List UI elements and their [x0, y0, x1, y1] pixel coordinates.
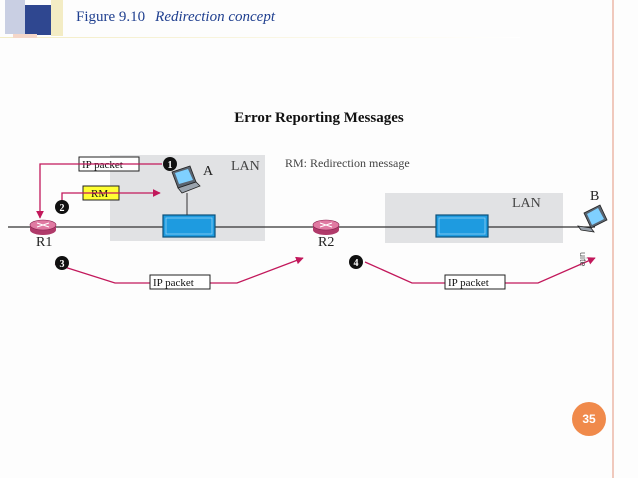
step-badge-2 — [55, 200, 69, 214]
step-badge-4 — [349, 255, 363, 269]
switch-left-inner — [165, 217, 213, 235]
lan-label-left: LAN — [231, 159, 260, 174]
ip-packet-label-1: IP packet — [82, 159, 123, 171]
laptop-a-icon — [171, 165, 201, 194]
slide-heading: Error Reporting Messages — [234, 110, 404, 126]
ip-packet-box-3 — [149, 274, 211, 290]
step-badge-3 — [55, 256, 69, 270]
deco-block-lavender — [5, 0, 25, 34]
figure-number: Figure 9.10 — [76, 9, 146, 25]
arrow-packet-to-r1 — [36, 163, 162, 219]
figure-title: Figure 9.10 Redirection concept — [76, 9, 275, 26]
deco-block-cream — [51, 0, 63, 36]
ip-packet-box-4 — [444, 274, 506, 290]
page-number-badge: 35 — [572, 402, 606, 436]
step-badge-4-text: 4 — [354, 258, 359, 269]
title-underline — [0, 37, 520, 38]
step-badge-1 — [163, 157, 177, 171]
step-badge-2-text: 2 — [60, 203, 65, 214]
step-badge-1-text: 1 — [168, 160, 173, 171]
router-r1-label: R1 — [36, 235, 52, 250]
deco-block-navy — [25, 5, 51, 35]
step-badge-3-text: 3 — [60, 259, 65, 270]
router-r2-icon — [312, 219, 340, 235]
switch-right-inner — [438, 217, 486, 235]
router-r1-icon — [29, 219, 57, 235]
figure-caption: Redirection concept — [155, 9, 275, 25]
switch-right — [435, 214, 489, 238]
laptop-b-icon — [577, 204, 608, 233]
lan-label-right: LAN — [512, 196, 541, 211]
host-a-label: A — [203, 164, 214, 179]
switch-left — [162, 214, 216, 238]
right-border-line — [612, 0, 614, 478]
rm-label: RM — [91, 188, 108, 200]
redirection-diagram: LAN LAN A B R1 R2 RM: Redirection messag… — [8, 155, 608, 290]
legend-text: RM: Redirection message — [285, 156, 410, 170]
router-r2-label: R2 — [318, 235, 334, 250]
ip-packet-label-4: IP packet — [448, 277, 489, 289]
clipped-side-text: uite — [578, 252, 588, 267]
deco-block-peach — [13, 34, 37, 38]
title-decoration — [0, 0, 520, 38]
host-b-label: B — [590, 189, 599, 204]
ip-packet-label-3: IP packet — [153, 277, 194, 289]
